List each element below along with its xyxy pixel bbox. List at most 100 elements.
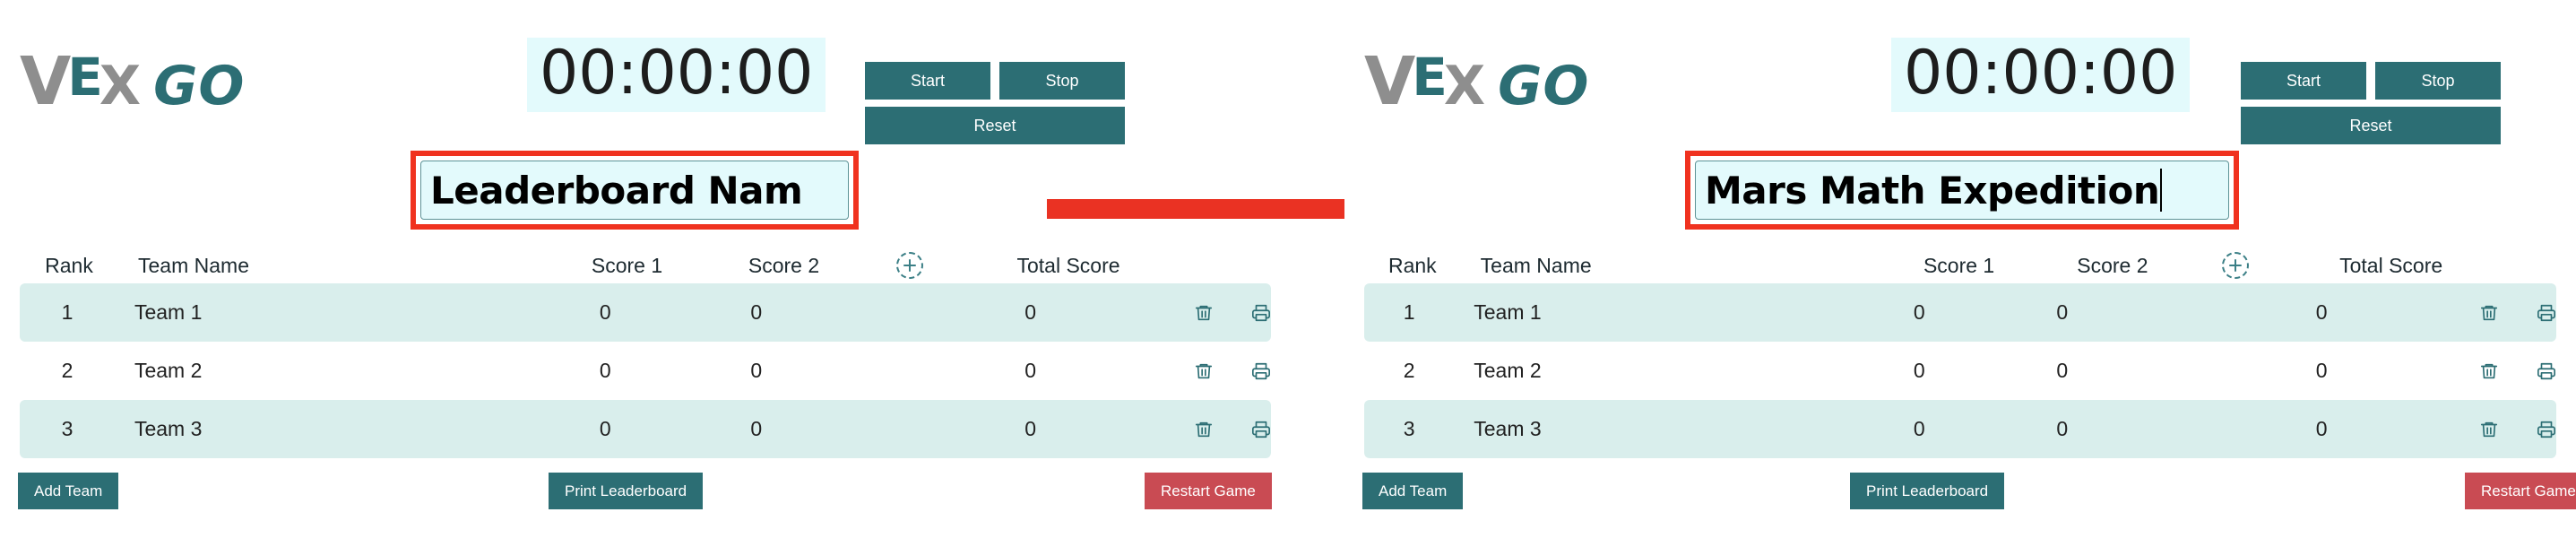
print-row-icon[interactable] xyxy=(2537,303,2556,323)
cell-team-name[interactable]: Team 3 xyxy=(134,417,203,440)
timer-controls-row-1: Start Stop xyxy=(865,62,1125,100)
cell-actions xyxy=(1138,420,1271,439)
cell-total-score: 0 xyxy=(1024,300,1036,324)
timer-controls-row-2: Reset xyxy=(2241,107,2501,144)
cell-team-name[interactable]: Team 1 xyxy=(1474,300,1542,324)
timer-controls-row-2: Reset xyxy=(865,107,1125,144)
column-header-team-name: Team Name xyxy=(1480,253,1592,277)
timer-controls-row-1: Start Stop xyxy=(2241,62,2501,100)
plus-circle-icon[interactable] xyxy=(2221,252,2249,279)
delete-row-icon[interactable] xyxy=(2479,303,2499,323)
bottom-action-bar: Add Team Print Leaderboard Restart Game xyxy=(0,473,1291,509)
plus-circle-icon[interactable] xyxy=(895,252,923,279)
cell-score-1[interactable]: 0 xyxy=(1913,300,1925,324)
table-row[interactable]: 2 Team 2 0 0 0 xyxy=(1364,342,2556,400)
delete-row-icon[interactable] xyxy=(2479,420,2499,439)
leaderboard-name-highlight: Mars Math Expedition xyxy=(1685,151,2239,230)
stop-button[interactable]: Stop xyxy=(2375,62,2501,100)
print-row-icon[interactable] xyxy=(1251,361,1271,381)
cell-score-2[interactable]: 0 xyxy=(2056,359,2069,382)
table-header-row: Rank Team Name Score 1 Score 2 Total Sco… xyxy=(20,247,1271,283)
table-row[interactable]: 2 Team 2 0 0 0 xyxy=(20,342,1271,400)
reset-button[interactable]: Reset xyxy=(865,107,1125,144)
cell-rank: 2 xyxy=(1403,359,1415,382)
cell-score-1[interactable]: 0 xyxy=(1913,359,1925,382)
logo-letter-x: X xyxy=(1443,55,1485,117)
cell-score-1[interactable]: 0 xyxy=(1913,417,1925,440)
logo-word-go: GO xyxy=(1498,55,1590,117)
print-row-icon[interactable] xyxy=(1251,420,1271,439)
cell-total-score: 0 xyxy=(2315,417,2328,440)
column-header-score-2: Score 2 xyxy=(748,253,820,277)
print-leaderboard-button[interactable]: Print Leaderboard xyxy=(549,473,704,509)
column-header-rank: Rank xyxy=(1387,253,1437,277)
leaderboard-name-input[interactable]: Mars Math Expedition xyxy=(1695,161,2229,220)
delete-row-icon[interactable] xyxy=(1194,361,1214,381)
column-header-rank: Rank xyxy=(45,253,93,277)
start-button[interactable]: Start xyxy=(865,62,990,100)
logo-letter-v: V xyxy=(20,43,71,120)
column-header-score-1: Score 1 xyxy=(1923,253,1995,277)
cell-score-2[interactable]: 0 xyxy=(750,300,763,324)
print-row-icon[interactable] xyxy=(2537,420,2556,439)
cell-team-name[interactable]: Team 2 xyxy=(134,359,203,382)
leaderboard-table: Rank Team Name Score 1 Score 2 Total Sco… xyxy=(1344,247,2576,458)
cell-team-name[interactable]: Team 1 xyxy=(134,300,203,324)
timer-controls: Start Stop Reset xyxy=(2241,62,2501,152)
cell-score-2[interactable]: 0 xyxy=(2056,300,2069,324)
restart-game-button[interactable]: Restart Game xyxy=(2465,473,2576,509)
table-row[interactable]: 1 Team 1 0 0 0 xyxy=(20,283,1271,342)
cell-total-score: 0 xyxy=(1024,417,1036,440)
table-row[interactable]: 3 Team 3 0 0 0 xyxy=(20,400,1271,458)
add-score-column-cell xyxy=(862,252,956,279)
print-row-icon[interactable] xyxy=(2537,361,2556,381)
print-leaderboard-button[interactable]: Print Leaderboard xyxy=(1850,473,2005,509)
logo-letter-e: E xyxy=(67,47,103,108)
table-row[interactable]: 3 Team 3 0 0 0 xyxy=(1364,400,2556,458)
delete-row-icon[interactable] xyxy=(1194,303,1214,323)
cell-team-name[interactable]: Team 2 xyxy=(1474,359,1542,382)
logo-letter-e: E xyxy=(1412,47,1448,108)
cell-score-1[interactable]: 0 xyxy=(599,359,611,382)
logo-letter-x: X xyxy=(99,55,141,117)
column-header-team-name: Team Name xyxy=(138,253,249,277)
cell-actions xyxy=(2424,303,2556,323)
leaderboard-name-highlight: Leaderboard Nam xyxy=(411,151,859,230)
leaderboard-name-input[interactable]: Leaderboard Nam xyxy=(420,161,849,220)
cell-actions xyxy=(2424,361,2556,381)
reset-button[interactable]: Reset xyxy=(2241,107,2501,144)
print-row-icon[interactable] xyxy=(1251,303,1271,323)
delete-row-icon[interactable] xyxy=(1194,420,1214,439)
cell-score-2[interactable]: 0 xyxy=(750,359,763,382)
transition-arrow-annotation xyxy=(1047,176,1585,242)
table-row[interactable]: 1 Team 1 0 0 0 xyxy=(1364,283,2556,342)
column-header-total-score: Total Score xyxy=(2339,253,2443,277)
cell-team-name[interactable]: Team 3 xyxy=(1474,417,1542,440)
cell-score-1[interactable]: 0 xyxy=(599,300,611,324)
text-caret xyxy=(2160,169,2163,212)
cell-score-2[interactable]: 0 xyxy=(2056,417,2069,440)
add-team-button[interactable]: Add Team xyxy=(18,473,119,509)
start-button[interactable]: Start xyxy=(2241,62,2366,100)
add-score-column-cell xyxy=(2190,252,2282,279)
table-header-row: Rank Team Name Score 1 Score 2 Total Sco… xyxy=(1364,247,2556,283)
column-header-score-1: Score 1 xyxy=(591,253,663,277)
restart-game-button[interactable]: Restart Game xyxy=(1145,473,1272,509)
cell-actions xyxy=(1138,303,1271,323)
cell-rank: 3 xyxy=(1403,417,1415,440)
leaderboard-name-text: Mars Math Expedition xyxy=(1705,169,2160,213)
stop-button[interactable]: Stop xyxy=(999,62,1125,100)
add-team-button[interactable]: Add Team xyxy=(1362,473,1464,509)
cell-actions xyxy=(1138,361,1271,381)
cell-score-1[interactable]: 0 xyxy=(599,417,611,440)
cell-score-2[interactable]: 0 xyxy=(750,417,763,440)
cell-rank: 1 xyxy=(1403,300,1415,324)
cell-rank: 3 xyxy=(61,417,73,440)
delete-row-icon[interactable] xyxy=(2479,361,2499,381)
column-header-total-score: Total Score xyxy=(1016,253,1120,277)
